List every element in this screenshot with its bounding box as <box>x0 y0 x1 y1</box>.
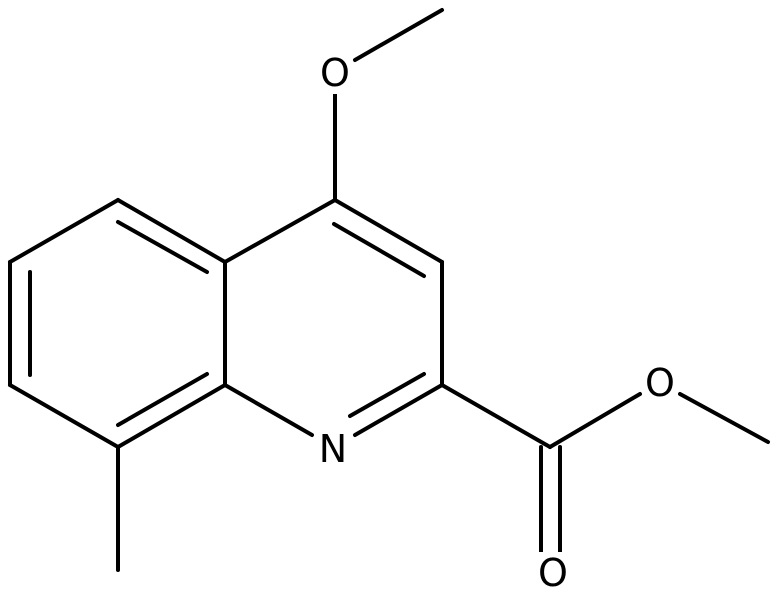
bond-c8-c8a-inner <box>116 372 209 427</box>
atom-o-ester: O <box>643 361 677 405</box>
atom-label-layer: O N O O <box>314 51 677 595</box>
bond-c2-n1-inner <box>348 372 426 418</box>
bond-c4a-c5-inner <box>116 220 209 274</box>
bond-n1-c8a <box>223 383 314 437</box>
bond-c2-n1 <box>353 383 444 437</box>
atom-n1: N <box>314 427 352 471</box>
atom-o-ester-label: O <box>645 361 675 405</box>
bond-c5-c6 <box>8 198 120 264</box>
bond-c2-ccarb <box>440 383 552 449</box>
bond-ccarb-o-ester <box>548 392 642 449</box>
bond-c4-c3-inner <box>332 222 426 278</box>
atom-o-carbonyl-label: O <box>538 551 568 595</box>
bond-c4a-c5 <box>116 198 227 264</box>
bond-layer <box>8 8 770 572</box>
bond-o-ester-ch3 <box>678 392 770 444</box>
bond-c4a-c4 <box>223 198 337 264</box>
atom-n1-label: N <box>319 427 347 471</box>
bond-c7-c8 <box>8 383 120 449</box>
atom-o-methoxy: O <box>318 51 352 95</box>
atom-o-carbonyl: O <box>536 551 570 595</box>
atom-o-methoxy-label: O <box>320 51 350 95</box>
bond-ome-ch3 <box>353 8 444 62</box>
bond-c4-c3 <box>333 198 444 264</box>
bond-c8-c8a <box>116 383 227 449</box>
